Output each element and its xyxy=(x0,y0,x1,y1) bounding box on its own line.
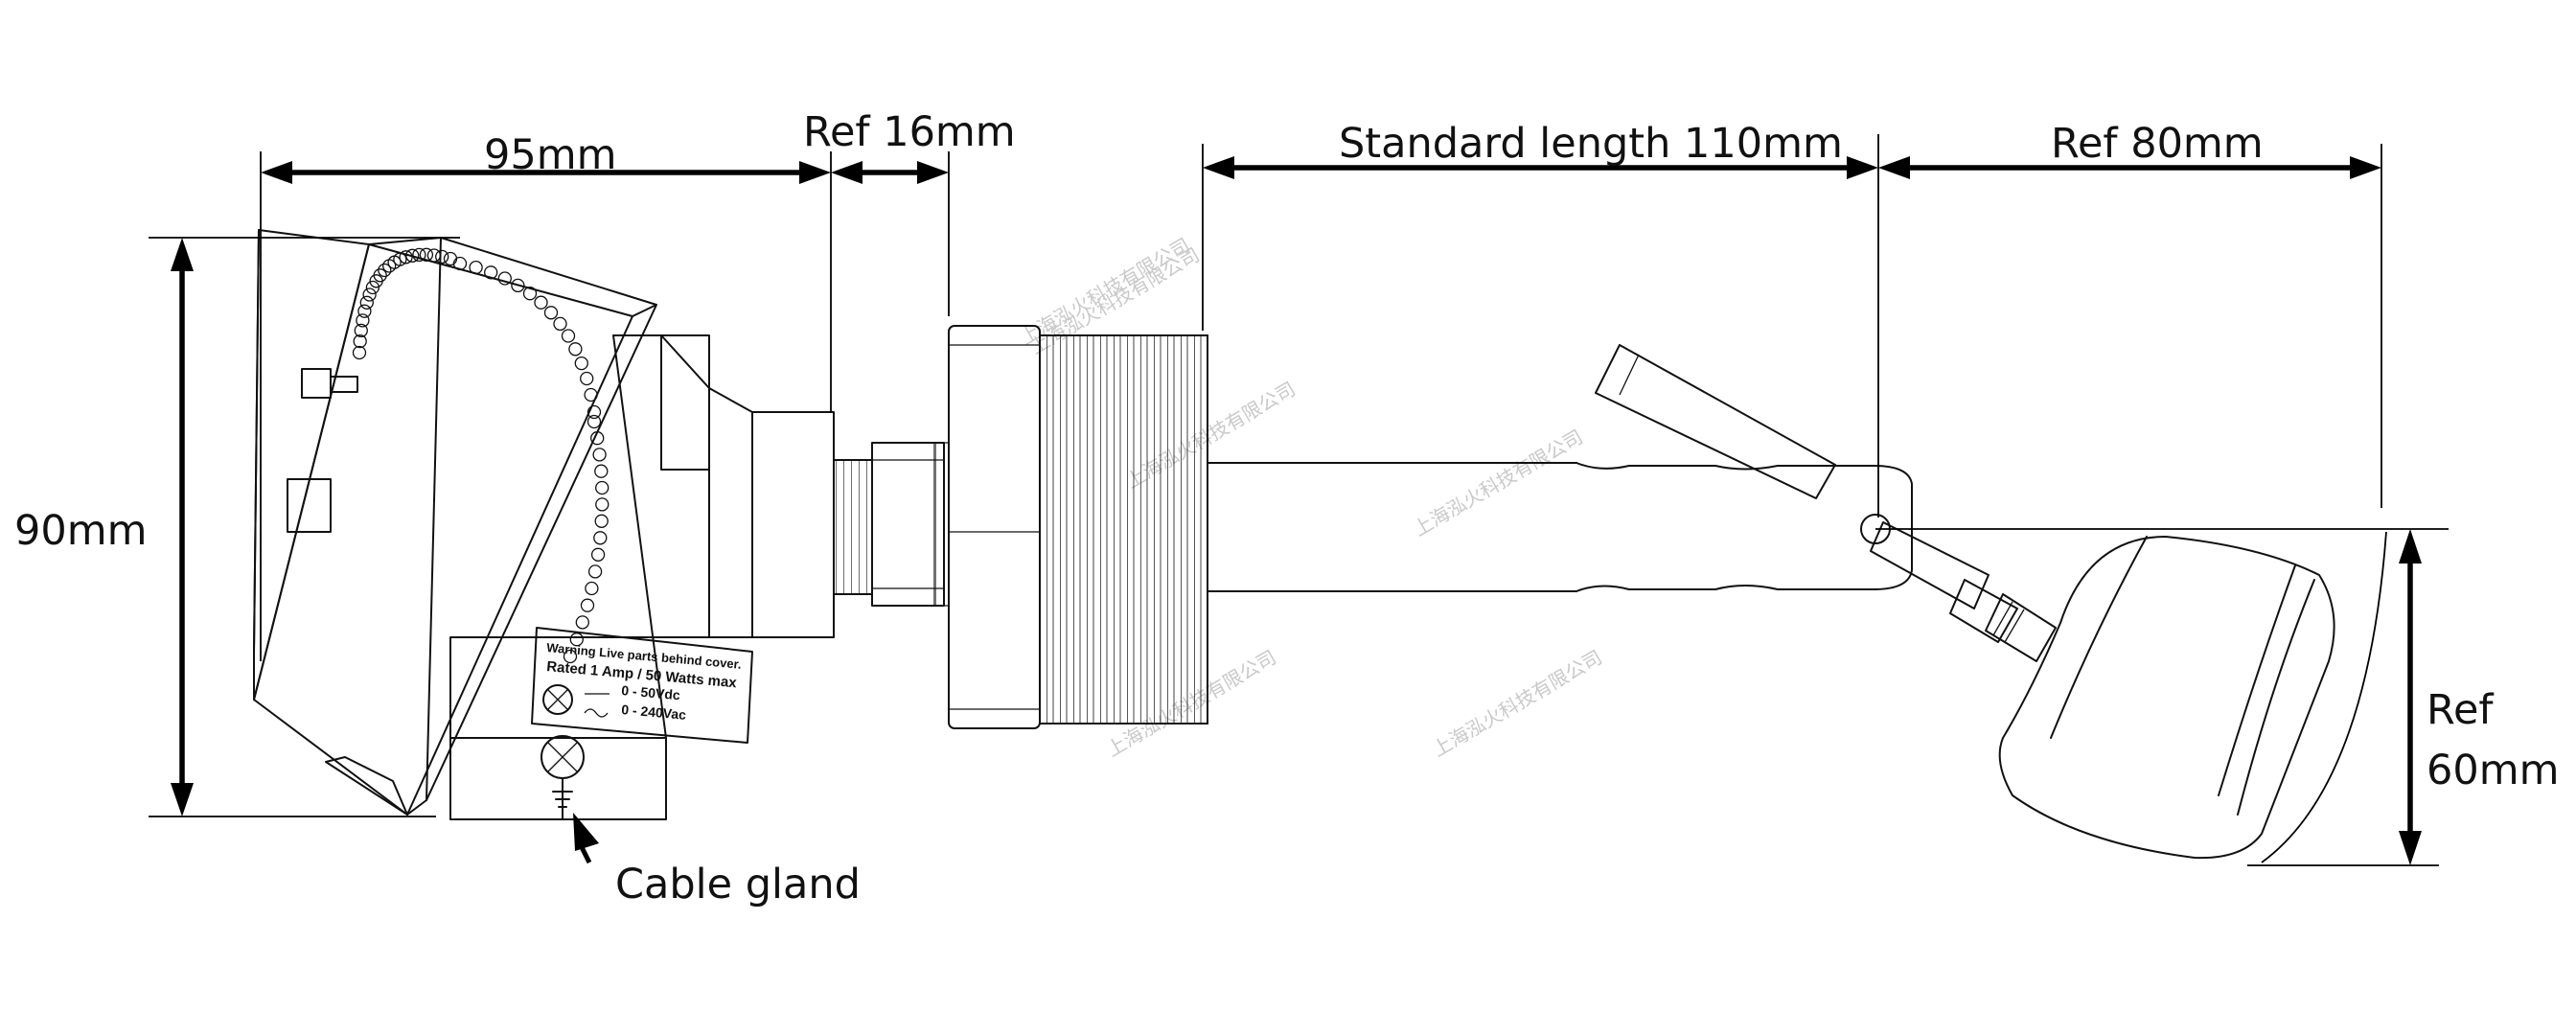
chain-bead xyxy=(373,268,387,283)
chain-bead xyxy=(354,323,368,338)
cable-gland-screw xyxy=(540,735,585,820)
chain-bead xyxy=(399,250,413,264)
chain-bead xyxy=(575,615,589,630)
dim-ref-60mm-label-2: 60mm xyxy=(2426,747,2560,794)
chain-bead xyxy=(352,345,367,360)
dim-standard-length-label: Standard length 110mm xyxy=(1339,120,1843,168)
chain-bead xyxy=(353,334,367,349)
chain-bead xyxy=(553,316,567,332)
earth-screw-icon xyxy=(542,684,573,715)
chain-bead xyxy=(592,448,607,462)
chain-bead xyxy=(586,404,602,420)
dim-ref-16mm-label: Ref 16mm xyxy=(803,108,1016,156)
chain-bead xyxy=(435,249,449,264)
chain-bead xyxy=(574,356,588,371)
dim-95mm-label: 95mm xyxy=(484,131,617,179)
warning-line4: 0 - 240Vac xyxy=(621,702,687,723)
dim-ref-60mm-label-1: Ref xyxy=(2426,686,2494,734)
chain-bead xyxy=(522,287,538,301)
chain-bead xyxy=(362,288,377,302)
float-body xyxy=(1998,536,2335,860)
neck-assembly xyxy=(751,411,950,638)
hex-flange xyxy=(948,325,1041,729)
chain-bead xyxy=(497,271,512,286)
dim-ref-16mm: Ref 16mm xyxy=(803,108,1016,184)
warning-line3: 0 - 50Vdc xyxy=(621,682,681,702)
chain-bead xyxy=(587,564,603,579)
chain-bead xyxy=(586,414,602,429)
cover-chain xyxy=(352,247,610,664)
watermark-5: 上海泓火科技有限公司 xyxy=(1429,646,1606,762)
dim-90mm: 90mm xyxy=(14,238,194,816)
dim-ref-80mm: Ref 80mm xyxy=(1878,120,2381,179)
chain-bead xyxy=(580,598,595,612)
callout-arrow-icon xyxy=(573,813,599,851)
chain-bead xyxy=(534,295,548,310)
warning-plate: Warning Live parts behind cover. Rated 1… xyxy=(531,627,753,744)
watermark-3: 上海泓火科技有限公司 xyxy=(1410,426,1587,541)
cable-gland-label: Cable gland xyxy=(615,861,861,908)
ac-wave-icon xyxy=(584,708,609,718)
dim-95mm: 95mm xyxy=(261,131,831,184)
cable-gland-callout: Cable gland xyxy=(573,813,861,908)
chain-bead xyxy=(585,581,599,596)
chain-bead xyxy=(511,278,525,293)
dim-90mm-label: 90mm xyxy=(14,507,148,555)
threaded-boss xyxy=(1039,334,1208,724)
chain-bead xyxy=(359,295,374,310)
chain-bead xyxy=(561,329,576,343)
watermark-6: 上海泓火科技有限公司 xyxy=(1017,234,1194,350)
chain-bead xyxy=(443,251,458,266)
chain-bead xyxy=(378,263,392,278)
chain-bead xyxy=(357,304,372,318)
float-link xyxy=(1870,521,2057,662)
chain-bead xyxy=(590,431,605,446)
chain-bead xyxy=(594,464,609,478)
chain-bead xyxy=(405,248,420,263)
dim-standard-length: Standard length 110mm xyxy=(1203,120,1878,179)
dim-ref-80mm-label: Ref 80mm xyxy=(2051,120,2264,168)
chain-bead xyxy=(393,252,407,266)
chain-bead xyxy=(452,256,468,271)
chain-bead xyxy=(595,497,610,512)
chain-bead xyxy=(593,531,608,545)
chain-bead xyxy=(594,514,609,528)
chain-bead xyxy=(356,313,370,328)
chain-bead xyxy=(590,547,606,562)
chain-bead xyxy=(469,260,483,275)
chain-bead xyxy=(580,371,594,386)
float-arm-upper xyxy=(1595,344,1836,499)
chain-bead xyxy=(412,247,426,263)
chain-bead xyxy=(419,247,434,262)
chain-bead xyxy=(584,387,598,402)
chain-bead xyxy=(568,342,583,356)
chain-bead xyxy=(484,265,498,280)
extension-lines xyxy=(149,134,2449,866)
chain-bead xyxy=(563,649,578,664)
chain-bead xyxy=(595,480,610,495)
chain-bead xyxy=(543,306,559,320)
terminal-housing xyxy=(253,229,753,820)
chain-bead xyxy=(365,280,380,295)
chain-bead xyxy=(569,632,584,647)
chain-bead xyxy=(426,248,442,263)
probe-rod xyxy=(1207,462,1913,592)
dim-ref-60mm: Ref 60mm xyxy=(2399,529,2560,865)
